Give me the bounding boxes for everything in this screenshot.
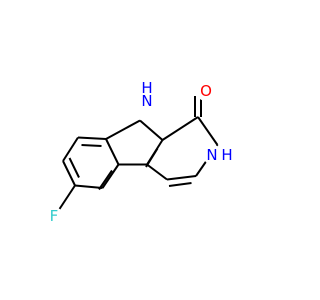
bond-c8a-n9: [105, 119, 141, 140]
atom-f6-symbol: F: [50, 207, 59, 225]
atom-f6: F: [45, 207, 63, 225]
atom-n2: N H: [203, 145, 233, 165]
bond-c4-c4a: [146, 163, 168, 181]
bond-c6-c7: [62, 160, 76, 186]
atom-o1-symbol: O: [200, 82, 212, 100]
bond-c8-c8a-inner: [81, 144, 102, 147]
bond-c7-c8: [62, 136, 79, 162]
bond-layer: [58, 96, 219, 210]
bond-c4b-c5-inner: [98, 169, 113, 191]
bond-c8-c8a: [77, 136, 107, 140]
atom-n2-hydrogen: H: [221, 146, 232, 164]
bond-c5-c6: [74, 184, 103, 189]
bond-c6-c7-inner: [68, 157, 80, 178]
bond-c6-f: [58, 184, 76, 210]
atom-o1: O: [196, 81, 216, 101]
atom-n9: H N: [136, 79, 158, 112]
bond-c1-n2: [197, 116, 219, 146]
atom-n2-symbol: N: [206, 146, 217, 164]
bond-c8a-c4b: [105, 138, 120, 165]
bond-c3-c4: [166, 175, 197, 181]
bond-c3-c4-inner: [168, 182, 192, 187]
atom-n9-symbol: N: [141, 92, 152, 110]
bond-c9a-c4a-inner: [145, 147, 159, 168]
bond-c9a-c1: [161, 116, 199, 141]
atom-n9-hydrogen: H: [141, 79, 152, 97]
bond-c4b-c5: [101, 163, 120, 189]
molecule-structure-diagram: H N O N H F: [45, 79, 233, 225]
bond-n9-c9a: [139, 119, 164, 141]
